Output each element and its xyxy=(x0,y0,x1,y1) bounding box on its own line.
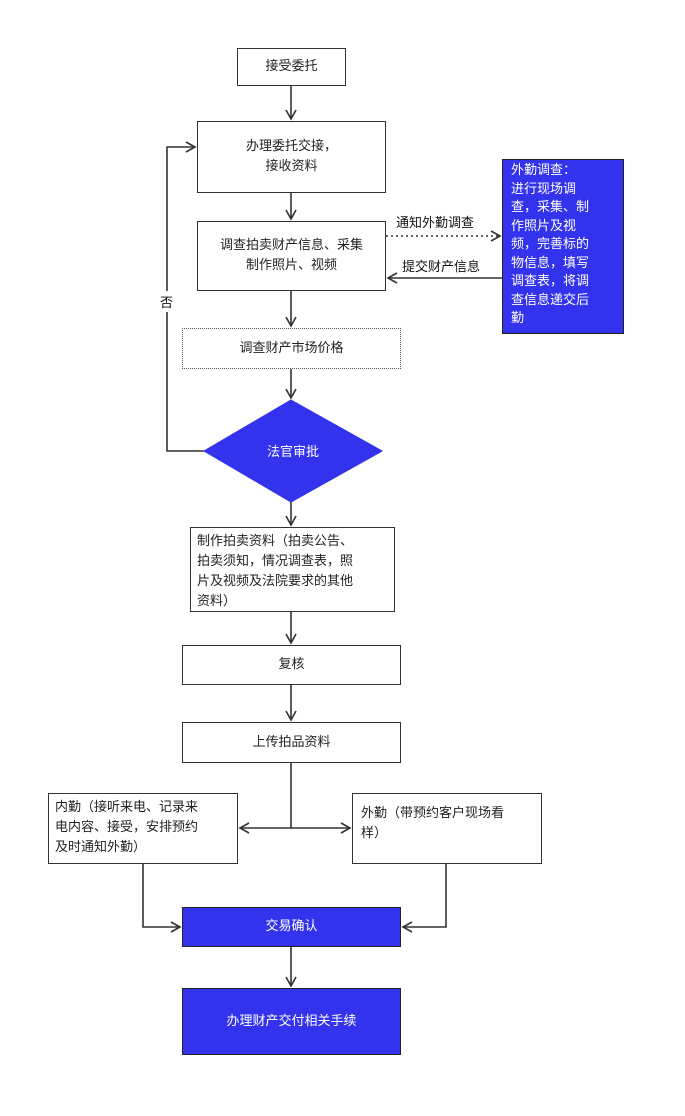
node-start: 接受委托 xyxy=(237,48,346,86)
edge-label-no: 否 xyxy=(160,291,174,312)
node-confirm: 交易确认 xyxy=(182,907,401,947)
arrow-outside-to-confirm xyxy=(401,864,447,933)
arrow-inside-to-confirm xyxy=(142,864,182,933)
node-inside: 内勤（接听来电、记录来 电内容、接受，安排预约 及时通知外勤） xyxy=(48,793,238,864)
node-outside: 外勤（带预约客户现场看 样） xyxy=(352,793,542,864)
edge-label-submit: 提交财产信息 xyxy=(402,260,481,275)
node-judge-label: 法官审批 xyxy=(266,445,319,460)
edge-label-notify: 通知外勤调查 xyxy=(396,216,475,231)
node-materials: 制作拍卖资料（拍卖公告、 拍卖须知，情况调查表，照 片及视频及法院要求的其他 资… xyxy=(190,527,395,612)
node-upload: 上传拍品资料 xyxy=(182,722,401,763)
node-handover: 办理委托交接， 接收资料 xyxy=(197,121,386,193)
node-survey: 调查拍卖财产信息、采集 制作照片、视频 xyxy=(197,221,386,291)
node-field-survey: 外勤调查： 进行现场调 查，采集、制 作照片及视 频，完善标的 物信息，填写 调… xyxy=(502,159,624,334)
node-delivery: 办理财产交付相关手续 xyxy=(182,988,401,1055)
node-review: 复核 xyxy=(182,645,401,685)
decision-diamond xyxy=(203,399,384,503)
node-market-price: 调查财产市场价格 xyxy=(182,328,401,369)
